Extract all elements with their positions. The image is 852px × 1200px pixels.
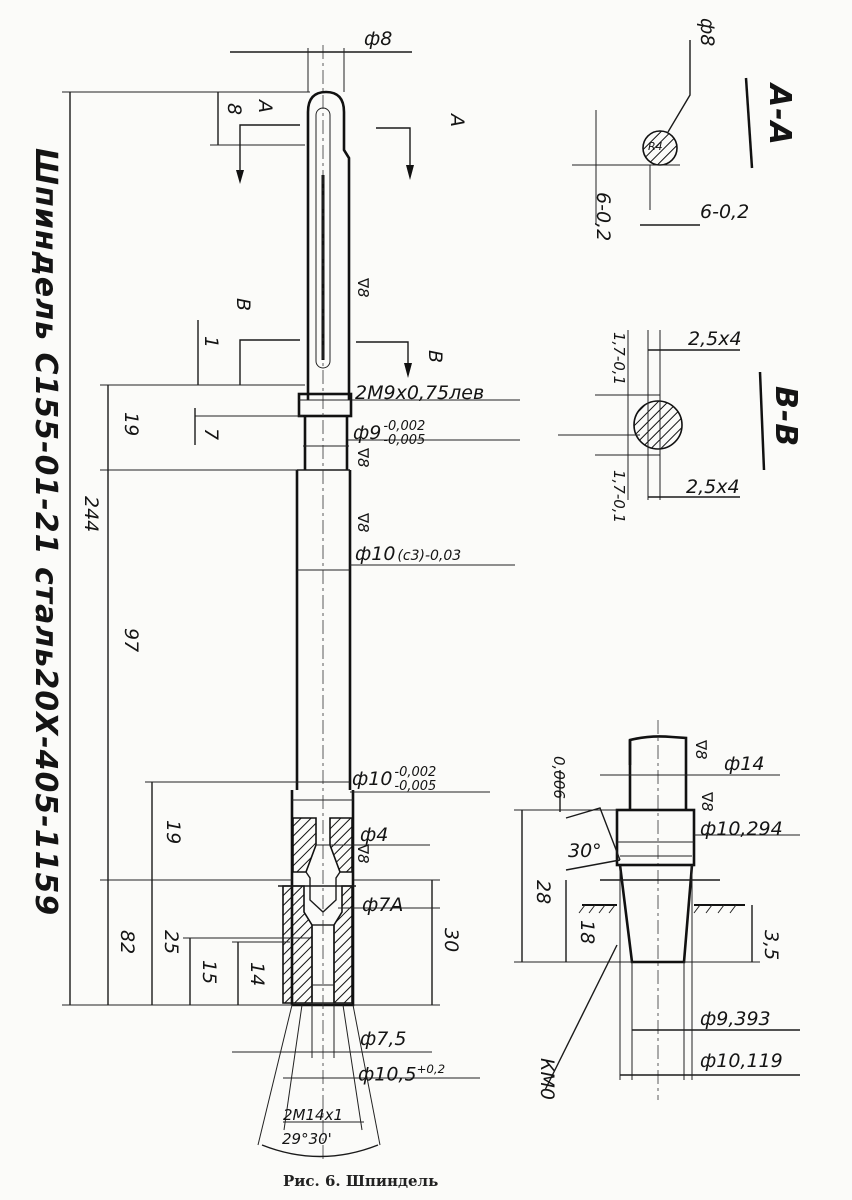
section-bb-dim-bottom: 2,5x4 [686,476,740,498]
section-aa-center: R4 [648,140,663,153]
dim-244: 244 [80,496,102,533]
detail-roughness-2: ∇8 [698,792,716,812]
dim-dia-10-c3: ф10(c3)-0,03 [355,543,462,565]
roughness-4: ∇8 [354,844,372,864]
section-aa-dim-v: 6-0,2 [592,192,614,242]
dim-7: 7 [200,428,222,441]
dim-14: 14 [246,962,268,987]
dim-thread-top: 2M9x0,75лев [355,382,485,404]
section-aa-title: A-A [762,84,797,146]
dim-dia-7a: ф7A [362,894,404,916]
detail-gauge-label: КМ0 [536,1058,558,1100]
dim-dia-9: ф9-0,002-0,005 [353,419,426,448]
detail-dia-10-294: ф10,294 [700,818,783,840]
section-bb-dim-top: 2,5x4 [688,328,742,350]
dim-dia-10: ф10-0,002-0,005 [352,765,437,794]
roughness-2: ∇8 [354,448,372,468]
detail-dia-9-393: ф9,393 [700,1008,771,1030]
spindle-detail-view [514,720,800,1100]
section-bb-dim-bottom-v: 1,7-0,1 [610,470,628,524]
dim-thread-bottom: 2M14x1 [283,1106,343,1124]
detail-runout: 0,006 [550,756,568,799]
detail-len-3-5: 3,5 [760,930,782,961]
dim-dia-4: ф4 [360,824,389,846]
dim-82: 82 [116,930,138,955]
section-bb-title: B-B [768,386,803,448]
dim-8: 8 [223,103,245,116]
dim-angle-bottom: 29°30' [282,1130,332,1148]
dim-15: 15 [198,960,220,985]
section-mark-a-right: A [446,114,468,127]
dim-dia-top: ф8 [364,28,393,50]
dim-25: 25 [160,930,182,955]
detail-len-18: 18 [576,920,598,945]
section-mark-b-right: B [424,350,446,364]
detail-roughness-1: ∇8 [692,740,710,760]
dim-dia-7-5: ф7,5 [360,1028,407,1050]
spindle-main-view [278,45,356,1160]
dim-19-mid: 19 [162,820,184,845]
section-aa-dia: ф8 [696,18,718,47]
section-aa-dim-h: 6-0,2 [700,201,750,223]
detail-dia-14: ф14 [724,753,765,775]
main-dimension-lines [62,48,520,1158]
detail-dia-10-119: ф10,119 [700,1050,783,1072]
section-mark-a-left: A [254,100,276,113]
roughness-1: ∇8 [354,278,372,298]
dim-97: 97 [120,628,142,653]
section-aa [572,40,754,226]
figure-caption: Рис. 6. Шпиндель [283,1172,439,1190]
dim-30: 30 [440,928,462,953]
section-mark-b-left: B [232,298,254,312]
drawing-title: Шпиндель С155-01-21 сталь20Х-405-1159 [28,148,63,917]
section-bb-dim-top-v: 1,7-0,1 [610,332,628,386]
roughness-3: ∇8 [354,513,372,533]
dim-dia-10-5: ф10,5+0,2 [358,1062,446,1086]
detail-angle: 30° [568,840,602,862]
dim-1: 1 [200,336,222,349]
detail-len-28: 28 [532,880,554,905]
dim-19-top: 19 [120,412,142,437]
section-bb [558,330,766,500]
